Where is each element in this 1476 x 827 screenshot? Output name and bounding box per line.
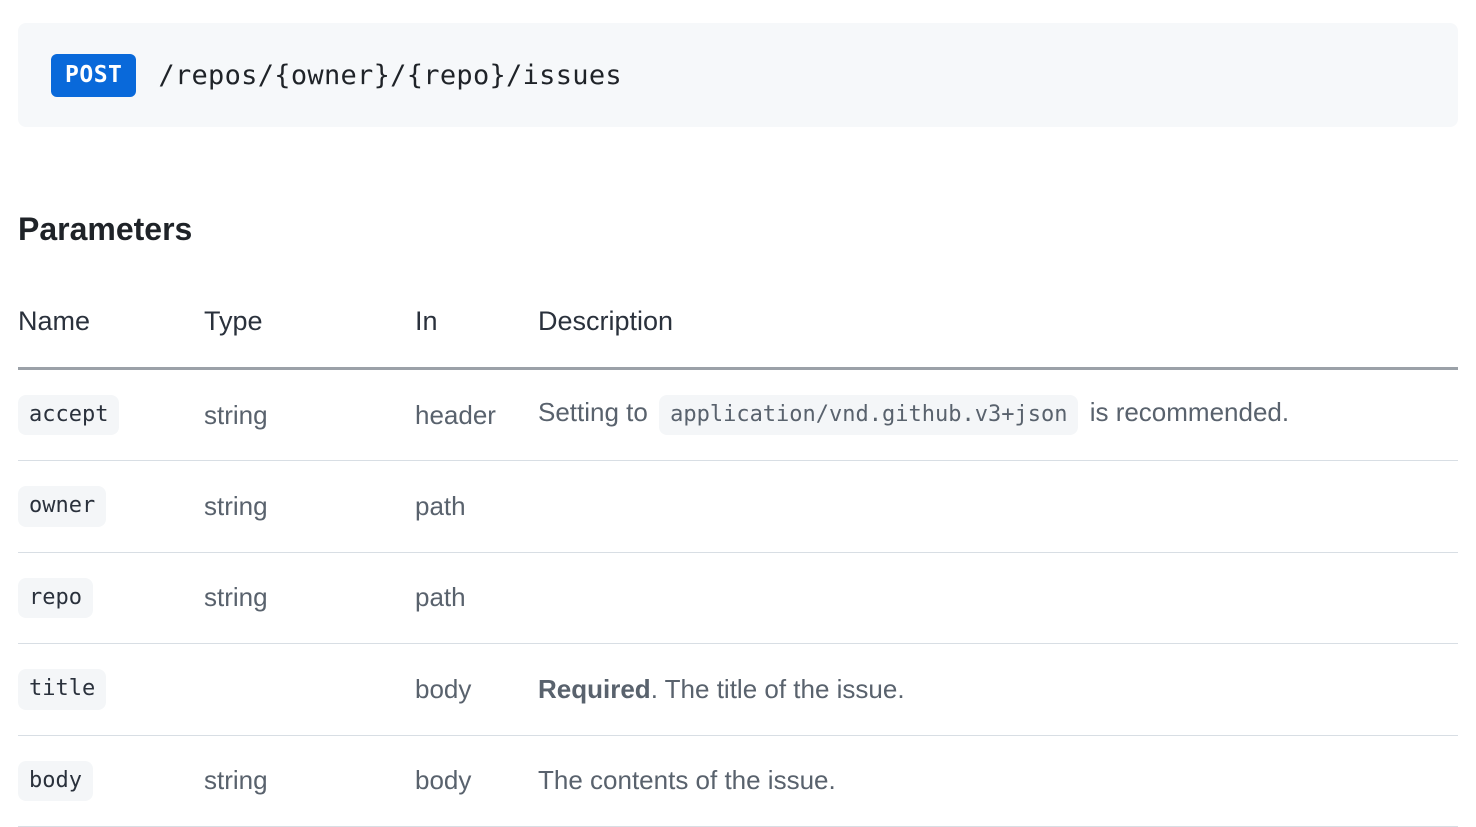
param-in-cell: body — [415, 643, 538, 736]
param-description-cell — [538, 460, 1458, 553]
parameters-table: Name Type In Description accept string h… — [18, 306, 1458, 827]
param-name-chip: title — [18, 669, 107, 710]
description-inline-code: application/vnd.github.v3+json — [659, 395, 1079, 436]
param-type-cell — [204, 643, 415, 736]
description-text: . The title of the issue. — [650, 673, 905, 704]
table-row: title body Required. The title of the is… — [18, 643, 1458, 736]
param-description-cell — [538, 552, 1458, 645]
table-row: body string body The contents of the iss… — [18, 735, 1458, 827]
endpoint-path: /repos/{owner}/{repo}/issues — [158, 59, 622, 91]
param-description-cell: Setting to application/vnd.github.v3+jso… — [538, 368, 1458, 462]
description-text: Setting to — [538, 397, 648, 427]
param-name-cell: title — [18, 643, 204, 736]
param-type-cell: string — [204, 368, 415, 462]
parameters-table-header: Name Type In Description — [18, 306, 1458, 370]
column-header-description: Description — [538, 306, 1458, 370]
param-name-cell: repo — [18, 552, 204, 645]
param-in-cell: path — [415, 552, 538, 645]
param-name-chip: owner — [18, 486, 107, 527]
param-description-cell: The contents of the issue. — [538, 735, 1458, 827]
param-type-cell: string — [204, 735, 415, 827]
param-name-cell: owner — [18, 460, 204, 553]
param-name-chip: body — [18, 760, 93, 801]
param-in-cell: path — [415, 460, 538, 553]
http-method-badge: POST — [51, 53, 137, 97]
column-header-name: Name — [18, 306, 204, 370]
parameters-heading: Parameters — [18, 211, 193, 247]
endpoint-box: POST /repos/{owner}/{repo}/issues — [18, 23, 1458, 127]
param-name-cell: accept — [18, 368, 204, 462]
param-in-cell: header — [415, 368, 538, 462]
param-name-cell: body — [18, 735, 204, 827]
param-in-cell: body — [415, 735, 538, 827]
param-type-cell: string — [204, 552, 415, 645]
table-row: accept string header Setting to applicat… — [18, 368, 1458, 462]
param-name-chip: repo — [18, 577, 93, 619]
param-type-cell: string — [204, 460, 415, 553]
param-name-chip: accept — [18, 395, 120, 436]
required-label: Required — [538, 673, 651, 704]
column-header-in: In — [415, 306, 538, 370]
param-description-cell: Required. The title of the issue. — [538, 643, 1458, 736]
table-row: repo string path — [18, 552, 1458, 645]
description-text: is recommended. — [1089, 397, 1290, 427]
column-header-type: Type — [204, 306, 415, 370]
table-row: owner string path — [18, 460, 1458, 553]
